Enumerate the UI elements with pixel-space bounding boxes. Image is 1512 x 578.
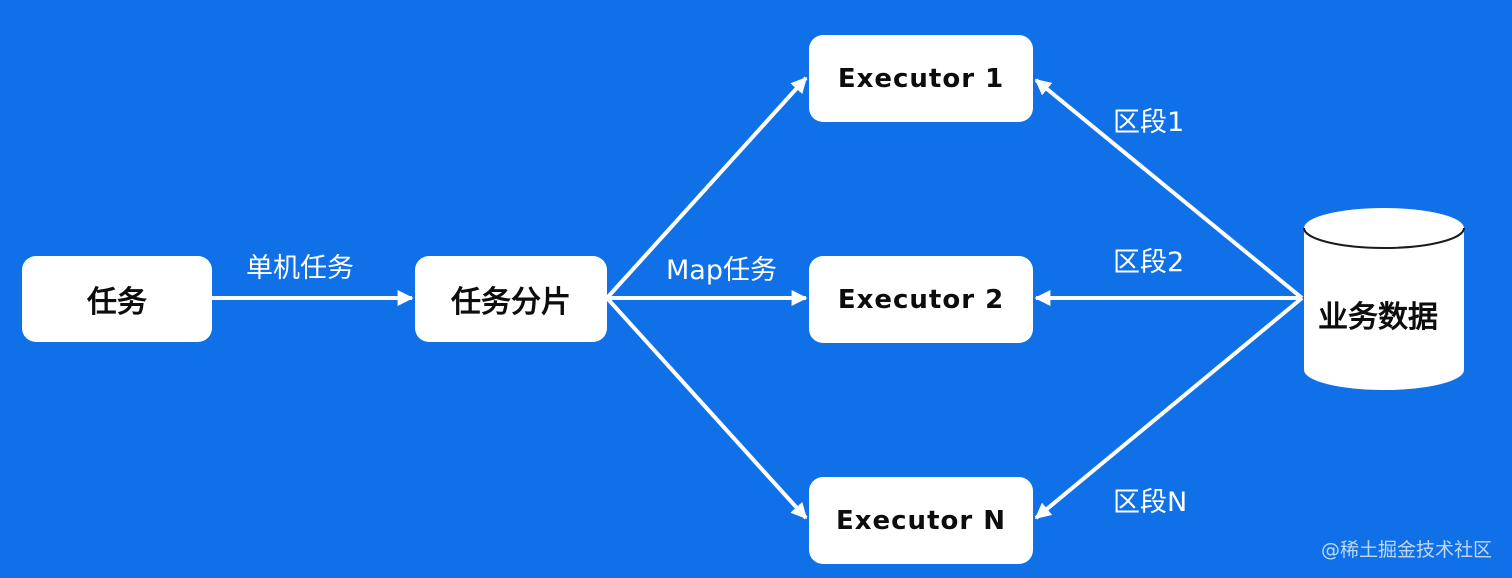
- node-business-data: 业务数据: [1318, 300, 1438, 335]
- node-task: 任务: [22, 256, 212, 342]
- edge-label-map-task: Map任务: [666, 255, 777, 286]
- edge-label-segment-2: 区段2: [1113, 247, 1185, 278]
- arrow-data-to-executor-n: [1034, 296, 1304, 520]
- node-task-sharding: 任务分片: [415, 256, 607, 342]
- node-executor-2: Executor 2: [809, 256, 1033, 343]
- arrow-shard-to-executor-1: [605, 76, 808, 300]
- database-cylinder-icon: [1303, 208, 1465, 390]
- watermark: @稀土掘金技术社区: [1320, 539, 1492, 561]
- node-executor-1: Executor 1: [809, 35, 1033, 122]
- edge-label-segment-n: 区段N: [1113, 487, 1188, 518]
- edge-label-single-task: 单机任务: [246, 253, 354, 284]
- edge-label-segment-1: 区段1: [1113, 107, 1185, 138]
- arrow-data-to-executor-1: [1034, 78, 1304, 300]
- node-executor-n: Executor N: [809, 477, 1033, 564]
- arrow-shard-to-executor-n: [605, 296, 808, 520]
